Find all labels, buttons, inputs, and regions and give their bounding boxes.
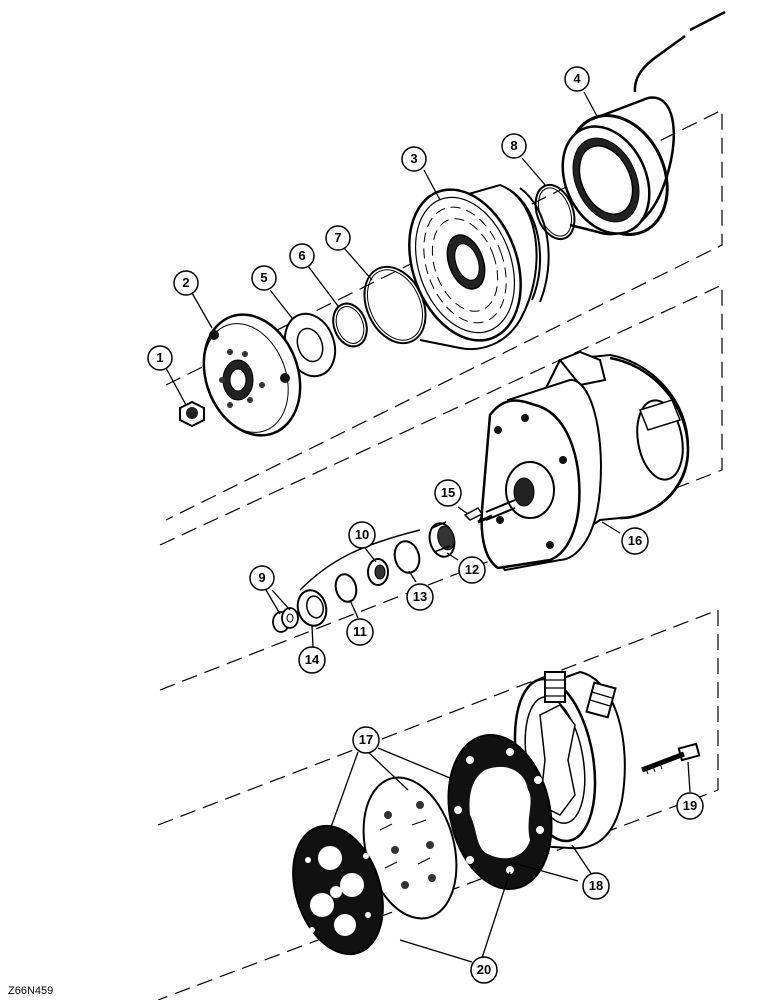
part-1-nut <box>179 400 205 428</box>
svg-text:6: 6 <box>298 248 305 263</box>
svg-text:17: 17 <box>359 732 373 747</box>
svg-text:18: 18 <box>589 878 603 893</box>
part-2-clutch-plate <box>202 313 302 437</box>
middle-group-outline <box>159 284 723 691</box>
part-14-felt-ring <box>296 589 328 627</box>
callout-12: 12 <box>458 556 486 584</box>
callout-4: 4 <box>564 66 590 92</box>
callout-14: 14 <box>298 646 326 674</box>
svg-text:5: 5 <box>260 270 267 285</box>
svg-text:19: 19 <box>683 798 697 813</box>
callout-8: 8 <box>501 133 527 159</box>
svg-text:16: 16 <box>628 533 642 548</box>
svg-text:2: 2 <box>182 275 189 290</box>
part-17-gasket-outer <box>447 733 553 891</box>
leader-lines <box>165 91 691 963</box>
svg-text:12: 12 <box>465 562 479 577</box>
group-outlines <box>157 109 723 1000</box>
svg-text:11: 11 <box>353 624 367 639</box>
part-13-o-ring <box>393 540 421 574</box>
part-20-gasket <box>292 824 384 956</box>
upper-group-outline <box>165 109 723 521</box>
svg-text:7: 7 <box>334 230 341 245</box>
part-3-pulley <box>408 183 550 350</box>
svg-text:14: 14 <box>305 652 320 667</box>
callout-17: 17 <box>352 726 380 754</box>
svg-text:20: 20 <box>477 962 491 977</box>
callout-1: 1 <box>147 345 173 371</box>
figure-code: Z66N459 <box>8 985 53 997</box>
callout-3: 3 <box>401 146 427 172</box>
part-16-compressor-body <box>477 350 690 572</box>
svg-text:8: 8 <box>510 138 517 153</box>
part-15-key <box>463 507 484 521</box>
svg-text:1: 1 <box>156 350 163 365</box>
part-12-seal <box>428 521 456 558</box>
callout-18: 18 <box>582 872 610 900</box>
svg-text:10: 10 <box>355 527 369 542</box>
callout-15: 15 <box>434 479 462 507</box>
part-19-bolt <box>641 742 701 775</box>
callout-9: 9 <box>249 565 275 591</box>
part-7-snap-ring <box>363 265 427 345</box>
svg-text:4: 4 <box>573 71 581 86</box>
part-4-clutch-coil <box>561 10 726 236</box>
callout-7: 7 <box>325 225 351 251</box>
svg-text:15: 15 <box>441 485 455 500</box>
callout-11: 11 <box>346 618 374 646</box>
callout-16: 16 <box>621 527 649 555</box>
callout-6: 6 <box>289 243 315 269</box>
part-5-shim <box>283 312 337 378</box>
callout-2: 2 <box>173 270 199 296</box>
callout-10: 10 <box>348 521 376 549</box>
callout-13: 13 <box>406 583 434 611</box>
part-10-seal-seat <box>299 529 421 591</box>
svg-text:9: 9 <box>258 570 265 585</box>
part-6-retaining-ring <box>332 302 368 348</box>
svg-text:13: 13 <box>413 589 427 604</box>
svg-text:3: 3 <box>410 151 417 166</box>
callout-19: 19 <box>676 792 704 820</box>
part-11-snap-ring <box>334 573 358 603</box>
lower-group-outline <box>157 609 719 1000</box>
callout-5: 5 <box>251 265 277 291</box>
callout-20: 20 <box>470 956 498 984</box>
part-9-shims <box>272 607 299 633</box>
